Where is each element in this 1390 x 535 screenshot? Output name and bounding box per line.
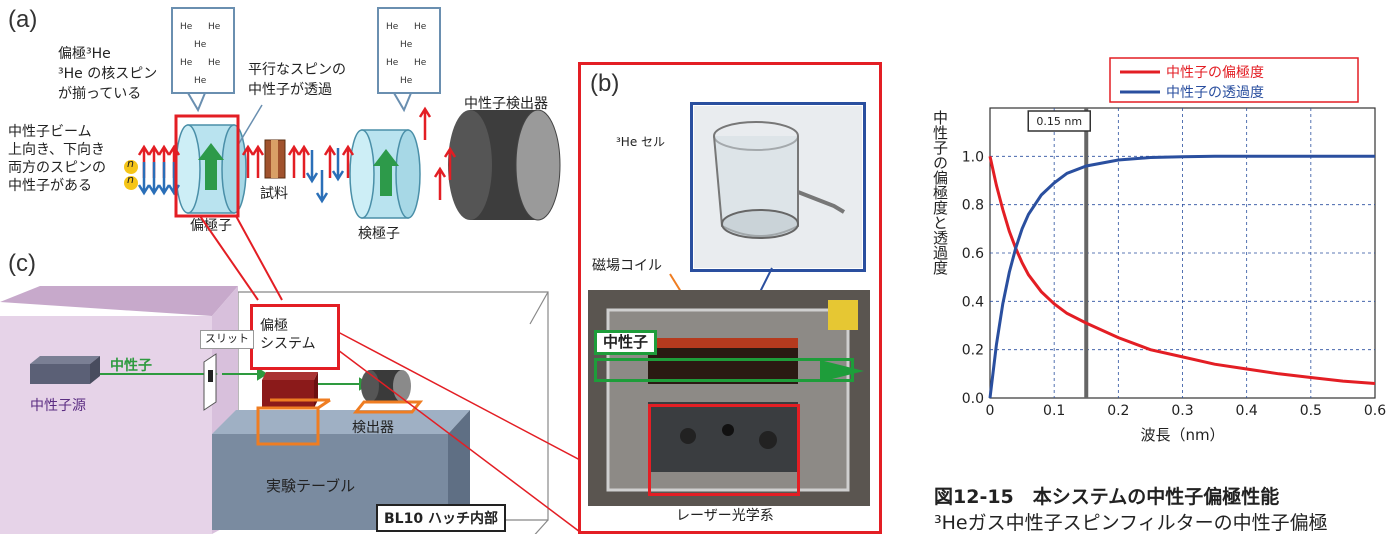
analyzer-spin-callout bbox=[377, 7, 441, 113]
x-tick-label: 0.5 bbox=[1300, 403, 1322, 419]
analyzer-label: 検極子 bbox=[358, 226, 400, 242]
sample-block bbox=[264, 139, 286, 179]
neutron-source-label: 中性子源 bbox=[30, 398, 86, 414]
neutron-symbols bbox=[124, 160, 138, 190]
beam-line2: 上向き、下向き bbox=[8, 142, 106, 158]
polarized-he-label: 偏極³He bbox=[58, 46, 111, 62]
beam-line4: 中性子がある bbox=[8, 178, 92, 194]
glass-cell-icon bbox=[713, 121, 846, 239]
slit-label: スリット bbox=[200, 330, 254, 349]
y-tick-label: 0.2 bbox=[962, 343, 984, 359]
he-token: He bbox=[400, 76, 413, 86]
sample-label: 試料 bbox=[260, 186, 288, 202]
y-tick-label: 0.8 bbox=[962, 198, 984, 214]
zoom-lines bbox=[337, 331, 580, 533]
y-axis-label: 中性子の偏極度と透過度 bbox=[931, 110, 949, 275]
spin-arrows bbox=[137, 106, 457, 204]
polarizer-cell bbox=[175, 124, 247, 214]
annotation-box bbox=[1027, 110, 1091, 132]
y-tick-label: 1.0 bbox=[962, 149, 984, 165]
beam-line3: 両方のスピンの bbox=[8, 160, 106, 176]
hutch-label: BL10 ハッチ内部 bbox=[376, 504, 506, 532]
slit-plate bbox=[203, 353, 217, 411]
polarization-chart: 0 0.1 0.2 0.3 0.4 0.5 0.6 0.0 0.2 0.4 0.6 0.8 1.0 0.1… bbox=[931, 57, 1386, 444]
panel-c-letter: (c) bbox=[8, 250, 36, 277]
parallel-pointer bbox=[237, 104, 263, 146]
neutron-source-box bbox=[30, 356, 100, 384]
neutron-path-box bbox=[594, 358, 854, 382]
series-line-1 bbox=[988, 154, 1375, 399]
panel-c-illustration bbox=[0, 286, 580, 534]
he-token: He bbox=[414, 22, 427, 32]
x-tick-label: 0.1 bbox=[1043, 403, 1065, 419]
he-token: He bbox=[194, 40, 207, 50]
panel-a-illustration bbox=[124, 7, 561, 221]
panel-b-neutron-label: 中性子 bbox=[594, 330, 658, 356]
panel-b-frame bbox=[578, 62, 882, 534]
laser-optics-box bbox=[648, 404, 800, 496]
polarizer-spin-callout bbox=[171, 7, 235, 113]
polarization-system-line2: システム bbox=[260, 336, 316, 352]
he-cell-photo-frame bbox=[690, 102, 866, 272]
panel-a-letter: (a) bbox=[8, 6, 38, 33]
detector-label: 中性子検出器 bbox=[464, 96, 548, 112]
polarizer-label: 偏極子 bbox=[190, 218, 232, 234]
y-tick-label: 0.4 bbox=[962, 294, 984, 310]
magnetic-coil-label: 磁場コイル bbox=[592, 258, 662, 274]
neutron-symbol-up: n bbox=[127, 157, 134, 170]
x-tick-label: 0.2 bbox=[1107, 403, 1129, 419]
x-tick-label: 0.3 bbox=[1171, 403, 1193, 419]
panel-b-letter: (b) bbox=[590, 70, 620, 97]
neutron-symbol-down: n bbox=[127, 173, 134, 186]
he-token: He bbox=[208, 58, 221, 68]
beam-line1: 中性子ビーム bbox=[8, 124, 92, 140]
he-token: He bbox=[180, 58, 193, 68]
analyzer-he-grid: He He He He He He bbox=[382, 16, 438, 90]
figure-caption-title: 図12-15 本システムの中性子偏極性能 bbox=[934, 486, 1280, 508]
parallel-line1: 平行なスピンの bbox=[248, 62, 346, 78]
parallel-line2: 中性子が透過 bbox=[248, 82, 332, 98]
he-cell-photo bbox=[694, 106, 862, 268]
x-tick-label: 0.6 bbox=[1364, 403, 1386, 419]
he-spin-line2: が揃っている bbox=[58, 86, 142, 102]
annotation-label: 0.15 nm bbox=[1036, 115, 1082, 128]
he-token: He bbox=[386, 22, 399, 32]
detector-label-c: 検出器 bbox=[352, 420, 394, 436]
x-axis-label: 波長（nm） bbox=[1140, 426, 1224, 444]
table-label: 実験テーブル bbox=[266, 477, 356, 495]
x-tick-label: 0.4 bbox=[1236, 403, 1258, 419]
polarization-system-box bbox=[250, 304, 340, 370]
neutron-beam-arrow bbox=[820, 360, 864, 382]
laser-optics-label: レーザー光学系 bbox=[676, 508, 774, 524]
he-token: He bbox=[180, 22, 193, 32]
polarizer-link-lines bbox=[174, 114, 283, 301]
he-cell-label: ³He セル bbox=[616, 135, 666, 149]
beam-neutron-label: 中性子 bbox=[110, 358, 152, 374]
series-line-0 bbox=[988, 155, 1376, 385]
polarization-system-line1: 偏極 bbox=[260, 318, 288, 334]
legend-label-1: 中性子の透過度 bbox=[1166, 85, 1264, 101]
legend-label-0: 中性子の偏極度 bbox=[1166, 65, 1264, 81]
he-token: He bbox=[194, 76, 207, 86]
polarization-device bbox=[256, 372, 331, 446]
polarizer-he-grid: He He He He He He bbox=[176, 16, 232, 90]
neutron-detector-cylinder bbox=[448, 109, 561, 221]
figure-caption-body: ³Heガス中性子スピンフィルターの中性子偏極 bbox=[934, 512, 1328, 534]
he-spin-line1: ³He の核スピン bbox=[58, 66, 158, 82]
x-tick-label: 0 bbox=[986, 403, 995, 419]
analyzer-cell bbox=[349, 129, 421, 219]
he-token: He bbox=[208, 22, 221, 32]
he-token: He bbox=[400, 40, 413, 50]
he-token: He bbox=[414, 58, 427, 68]
y-tick-label: 0.6 bbox=[962, 246, 984, 262]
he-token: He bbox=[386, 58, 399, 68]
legend-box bbox=[1109, 57, 1359, 103]
y-tick-label: 0.0 bbox=[962, 391, 984, 407]
detector-cylinder bbox=[352, 370, 424, 414]
